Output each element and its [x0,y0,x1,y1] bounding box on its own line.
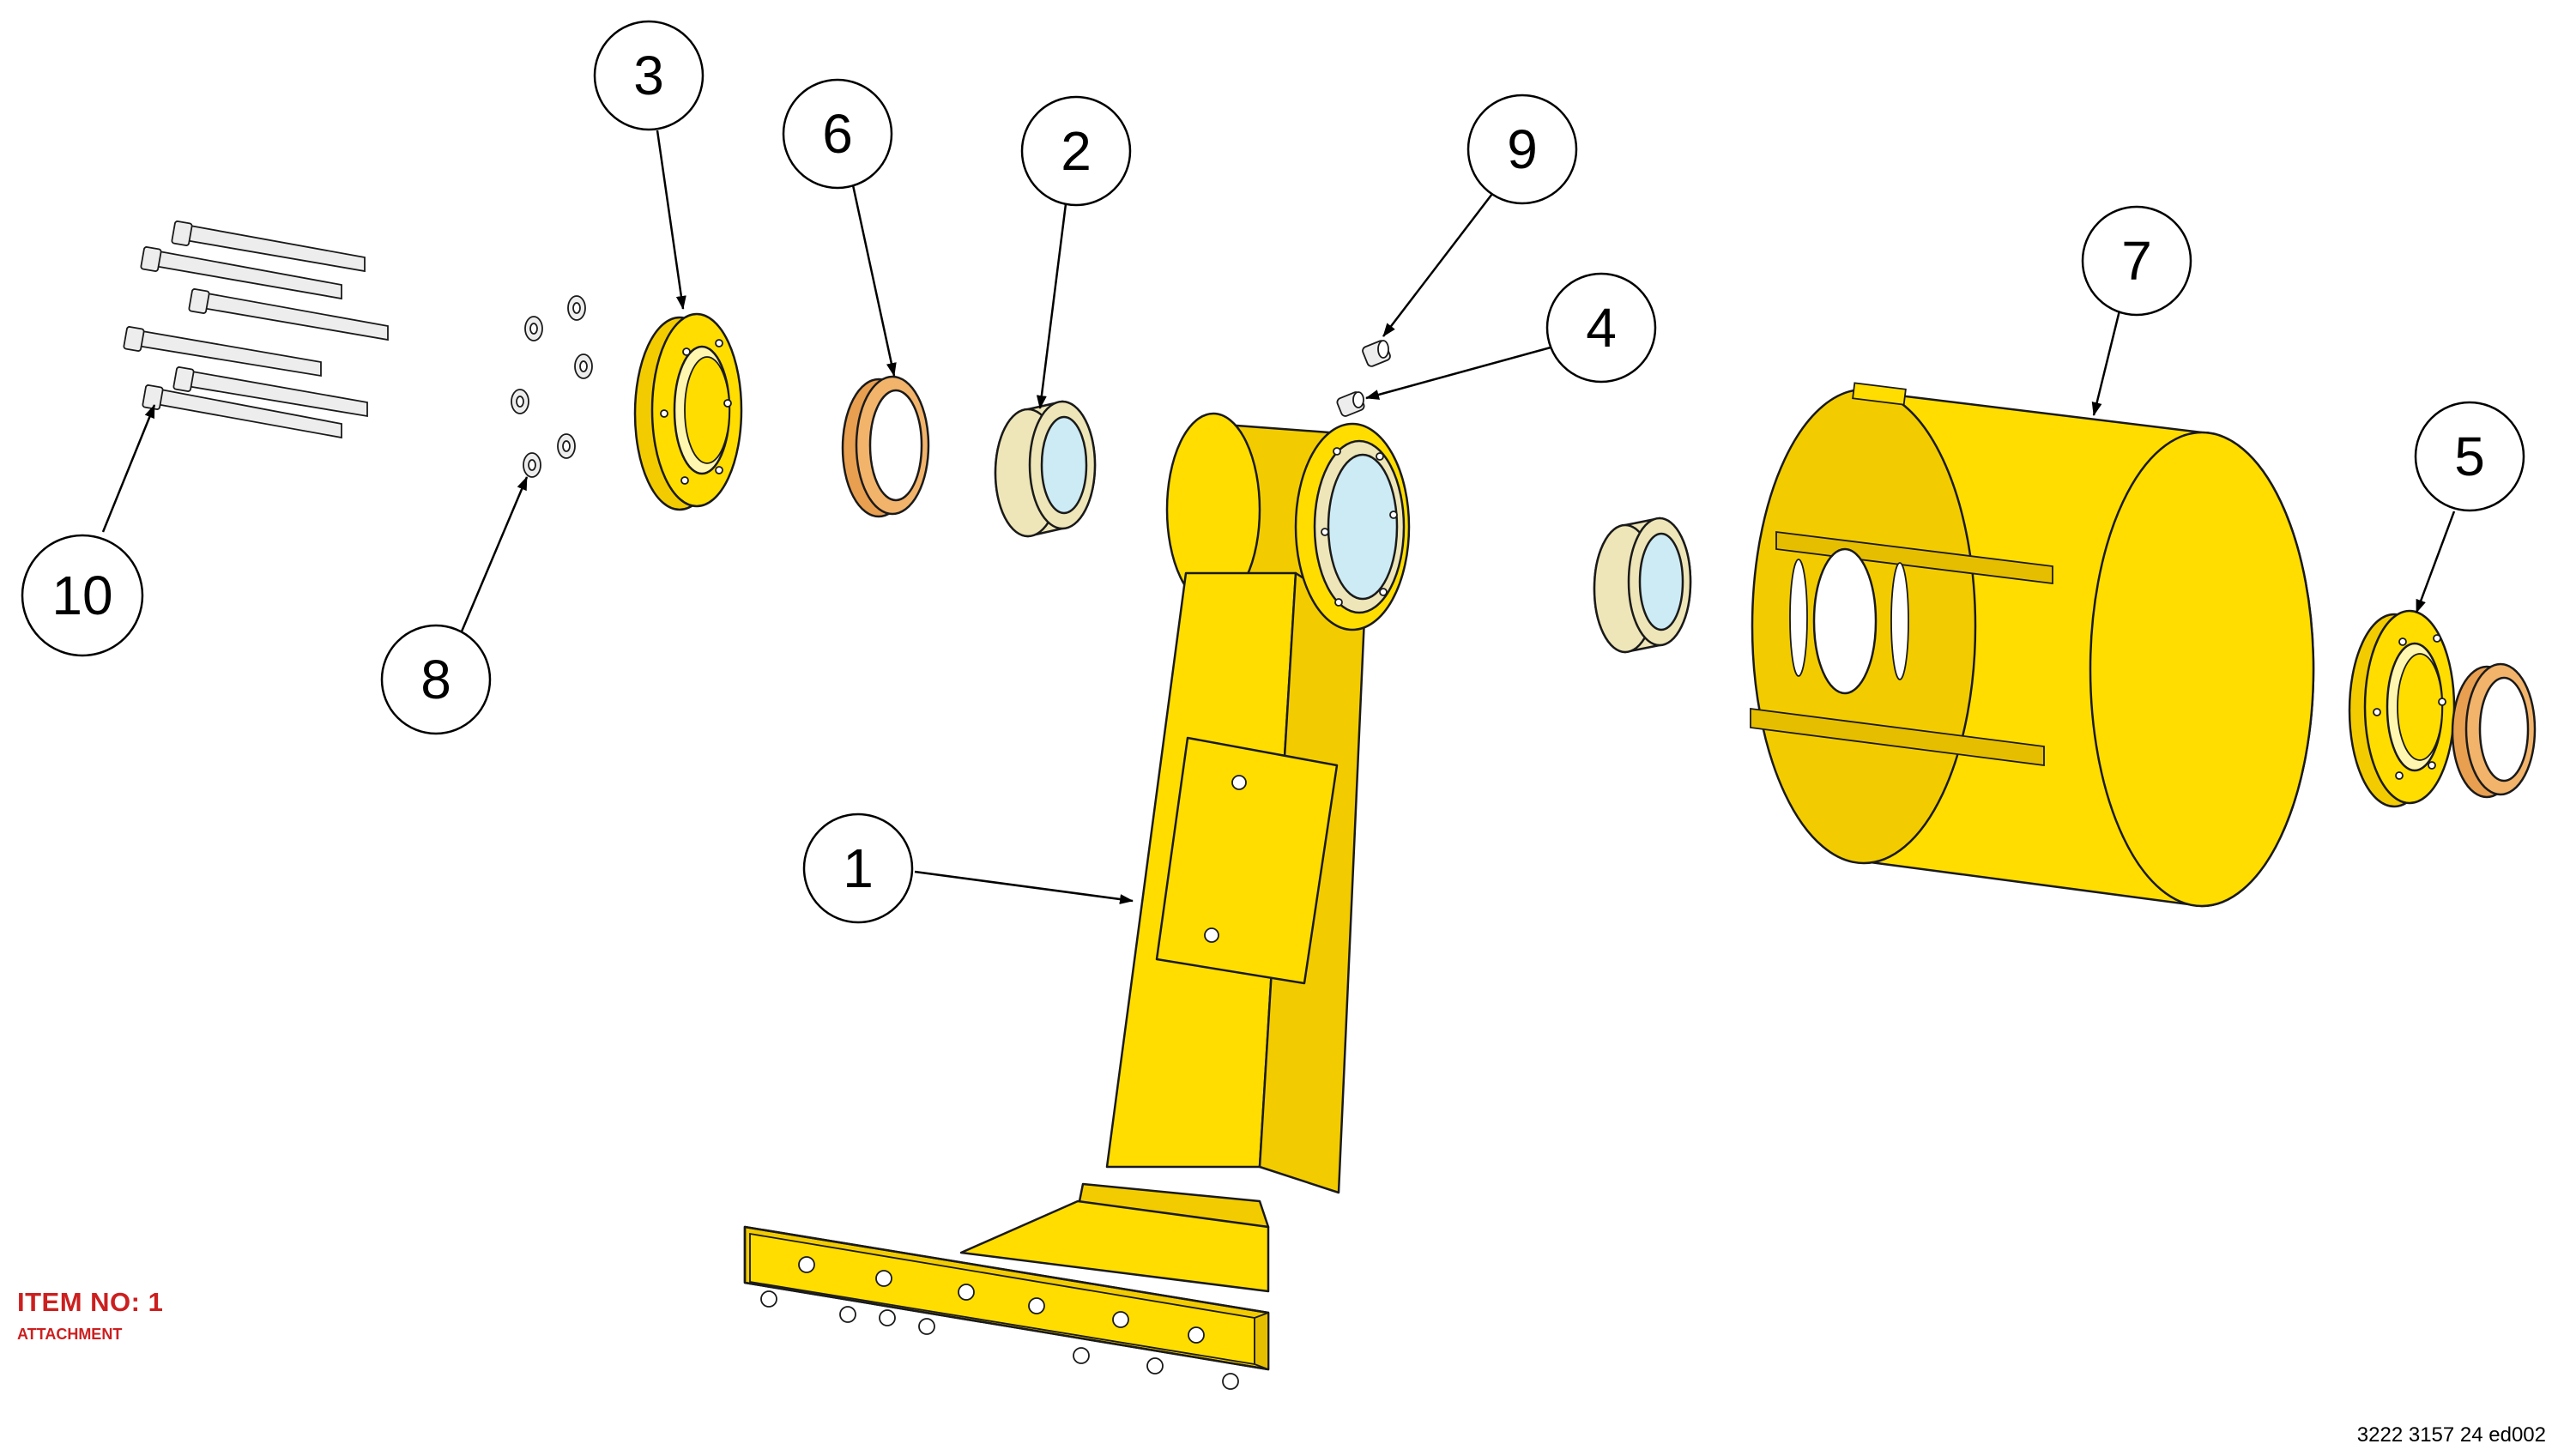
callout-7: 7 [2081,205,2192,317]
bolt [172,366,368,418]
svg-text:2: 2 [1061,120,1092,182]
bolt [140,246,342,300]
svg-text:5: 5 [2454,426,2485,487]
drawing-id: 3222 3157 24 ed002 [2356,1423,2546,1447]
svg-text:10: 10 [51,565,112,626]
svg-text:7: 7 [2121,230,2152,292]
callout-9: 9 [1466,94,1578,205]
bolt [171,221,366,273]
bolt [142,384,342,439]
flange-ring [633,312,743,511]
callout-3: 3 [593,20,705,131]
item-description-label: ATTACHMENT [17,1326,123,1343]
leader-lines [101,130,2456,904]
callout-1: 1 [802,813,914,924]
callout-8: 8 [380,624,492,735]
svg-text:4: 4 [1586,297,1617,359]
svg-text:8: 8 [420,649,451,710]
seal-ring-right [2451,662,2537,799]
callout-6: 6 [782,78,893,190]
grease-fitting-lower [1336,391,1365,417]
base-plate-holes [760,1256,1239,1390]
flange-ring-right [2348,609,2456,808]
callout-5: 5 [2414,401,2525,512]
bolt [188,288,389,341]
callout-2: 2 [1020,95,1132,207]
bearing-left [994,400,1097,538]
svg-text:3: 3 [633,45,664,106]
nuts [511,295,593,478]
grease-fitting-upper [1362,340,1391,367]
callout-bubbles: 3 6 2 9 4 7 5 10 [21,20,2525,924]
bolt [123,326,322,378]
drum [1750,382,2315,908]
long-bolts [123,221,389,439]
item-number-label: ITEM NO: 1 [17,1287,164,1317]
svg-text:6: 6 [822,103,853,165]
seal-ring-left [841,375,930,518]
callout-4: 4 [1545,272,1657,384]
callout-10: 10 [21,534,144,657]
bearing-right [1593,517,1692,654]
attachment-arm [743,412,1411,1390]
svg-text:1: 1 [843,837,874,899]
svg-text:9: 9 [1507,118,1538,180]
